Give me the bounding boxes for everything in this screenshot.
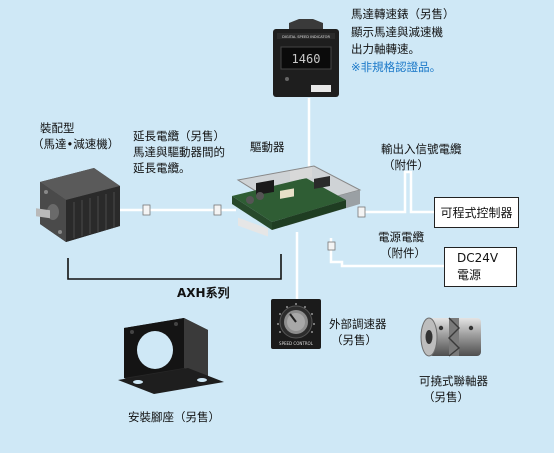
extension-cable-connector-right <box>213 204 222 216</box>
power-supply-box: DC24V 電源 <box>444 247 517 287</box>
power-cable-connector <box>327 241 336 251</box>
gearmotor-image <box>36 168 120 242</box>
power-cable-line-2: （附件） <box>380 246 426 260</box>
driver-board-image <box>232 165 362 237</box>
tachometer-device: DIGITAL SPEED INDICATOR 1460 <box>273 19 339 97</box>
tachometer-label: 馬達轉速錶（另售） 顯示馬達與減速機 出力軸轉速。 ※非規格認證品。 <box>351 6 455 76</box>
speed-control-text: SPEED CONTROL <box>279 341 314 346</box>
io-cable-label: 輸出入信號電纜 （附件） <box>381 141 462 173</box>
power-supply-line-2: 電源 <box>457 268 482 282</box>
extension-cable-line-1: 延長電纜（另售） <box>133 129 225 143</box>
tachometer-note: ※非規格認證品。 <box>351 59 442 74</box>
io-cable-connector <box>357 206 366 218</box>
extension-cable-line-3: 延長電纜。 <box>133 161 191 175</box>
tachometer-label-line-2: 顯示馬達與減速機 <box>351 24 443 39</box>
io-cable-line-2: （附件） <box>383 158 429 172</box>
flexible-coupling-image <box>420 317 481 357</box>
power-supply-line-1: DC24V <box>457 251 499 265</box>
speed-setter-line-1: 外部調速器 <box>329 317 387 331</box>
power-cable-label: 電源電纜 （附件） <box>378 229 426 261</box>
plc-label: 可程式控制器 <box>440 206 513 220</box>
coupling-label: 可撓式聯軸器 （另售） <box>419 373 488 405</box>
power-cable-wire <box>329 238 444 268</box>
tachometer-label-line-3: 出力軸轉速。 <box>351 42 420 56</box>
coupling-line-1: 可撓式聯軸器 <box>419 374 488 388</box>
extension-cable-connector-left <box>142 204 151 216</box>
motor-label-line-2: （馬達•減速機） <box>32 137 120 151</box>
tachometer-panel-title: DIGITAL SPEED INDICATOR <box>282 35 330 39</box>
io-cable-wire <box>360 170 435 214</box>
coupling-line-2: （另售） <box>423 390 469 404</box>
speed-setter-image: SPEED CONTROL <box>271 299 321 349</box>
axh-series-bracket <box>67 254 282 280</box>
mounting-bracket-image <box>118 318 224 394</box>
extension-cable-line-2: 馬達與驅動器間的 <box>133 145 225 159</box>
motor-label: 裝配型 （馬達•減速機） <box>32 120 119 152</box>
axh-series-label: AXH系列 <box>177 286 230 300</box>
tachometer-label-line-1: 馬達轉速錶（另售） <box>351 7 455 21</box>
speed-setter-line-2: （另售） <box>331 333 377 347</box>
plc-box: 可程式控制器 <box>434 197 519 228</box>
extension-cable-label: 延長電纜（另售） 馬達與驅動器間的 延長電纜。 <box>133 128 225 176</box>
tachometer-readout: 1460 <box>292 52 321 66</box>
io-cable-line-1: 輸出入信號電纜 <box>381 142 462 156</box>
power-cable-line-1: 電源電纜 <box>378 230 424 244</box>
driver-label: 驅動器 <box>250 140 285 154</box>
speed-setter-label: 外部調速器 （另售） <box>329 316 387 348</box>
mounting-bracket-label: 安裝腳座（另售） <box>128 410 220 424</box>
motor-label-line-1: 裝配型 <box>40 121 75 135</box>
